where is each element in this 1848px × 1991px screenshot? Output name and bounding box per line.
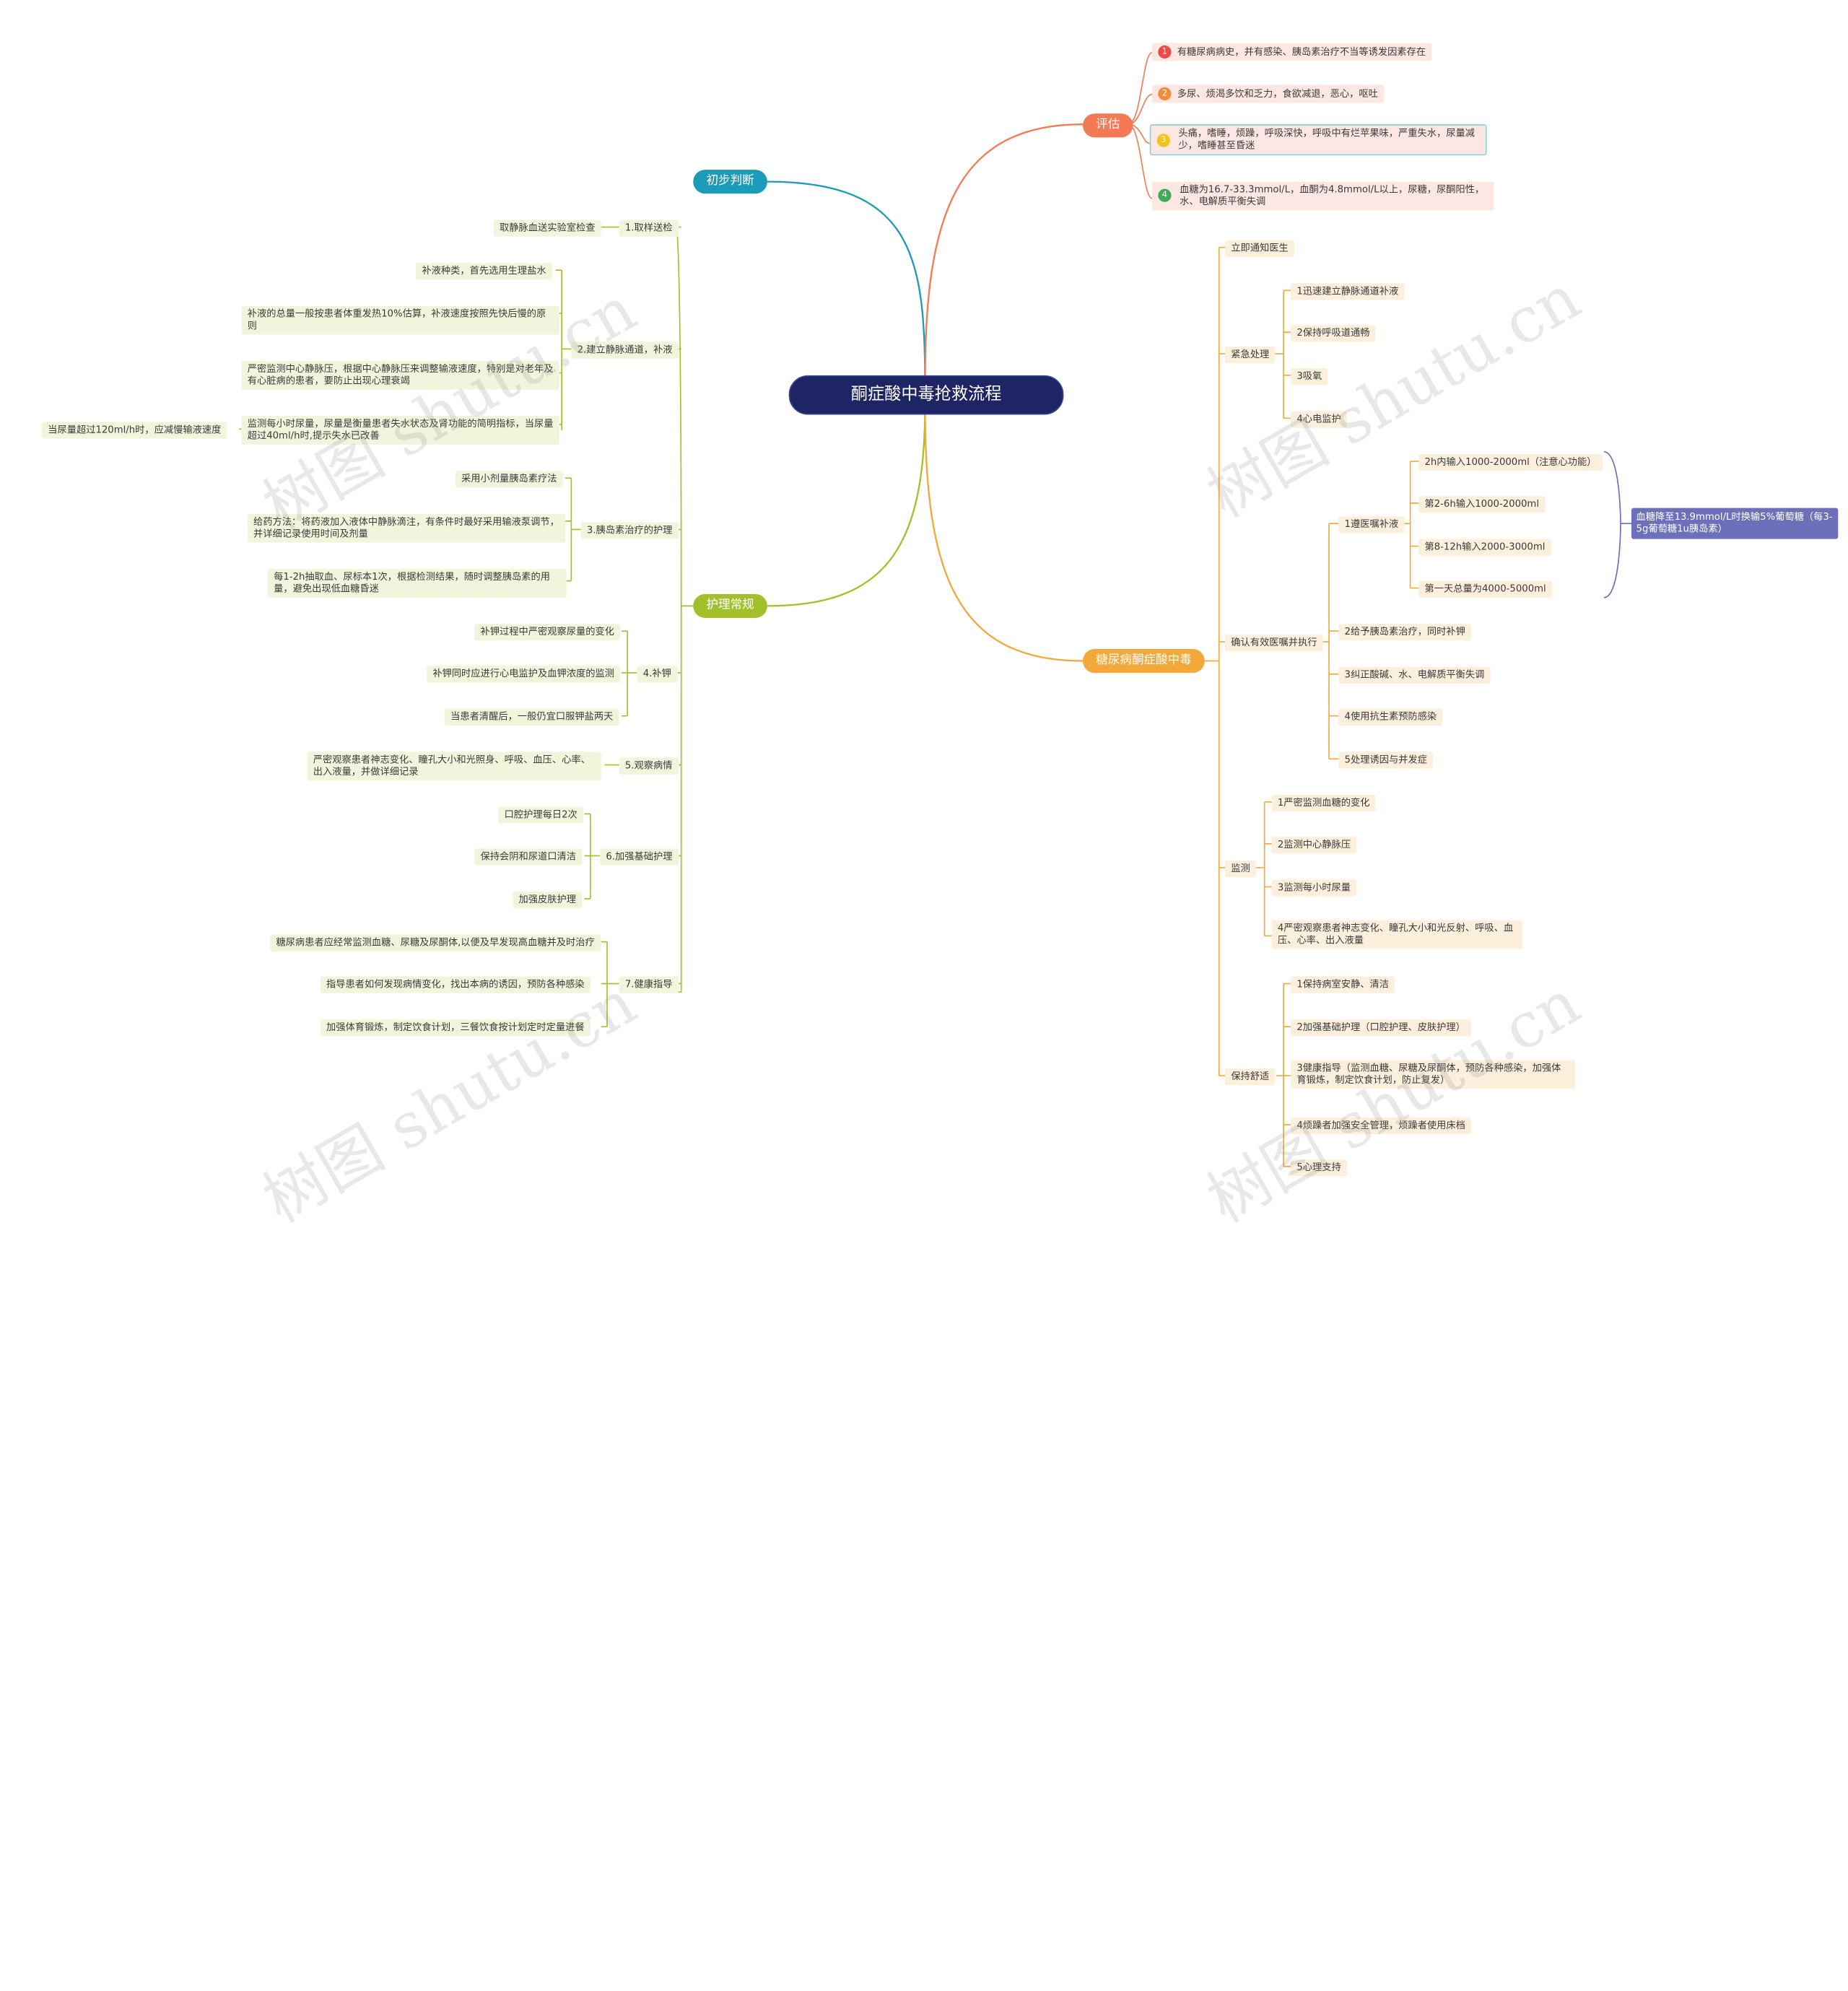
emergency-item[interactable]: 4心电监护 [1291,411,1348,428]
pinggu-text: 头痛，嗜睡，烦躁，呼吸深快，呼吸中有烂苹果味，严重失水，尿量减少，嗜睡甚至昏迷 [1178,128,1476,151]
monitor-item[interactable]: 4严密观察患者神志变化、瞳孔大小和光反射、呼吸、血压、心率、出入液量 [1271,920,1523,949]
huli-item[interactable]: 口腔护理每日2次 [498,806,584,824]
huli-item[interactable]: 取静脉血送实验室检查 [493,219,601,237]
execute-item[interactable]: 5处理诱因与并发症 [1338,751,1434,769]
fluid-item[interactable]: 第一天总量为4000-5000ml [1418,580,1553,598]
execute-fluid-label[interactable]: 1遵医嘱补液 [1338,516,1405,533]
pinggu-item[interactable]: 2 多尿、烦渴多饮和乏力，食欲减退，恶心，呕吐 [1151,84,1385,103]
tangniao-monitor-label[interactable]: 监测 [1224,861,1257,878]
root-topic[interactable]: 酮症酸中毒抢救流程 [788,375,1064,415]
emergency-item[interactable]: 2保持呼吸道通畅 [1291,325,1376,342]
number-badge: 3 [1156,134,1170,147]
monitor-item[interactable]: 1严密监测血糖的变化 [1271,794,1376,812]
huli-item[interactable]: 给药方法：将药液加入液体中静脉滴注，有条件时最好采用输液泵调节，并详细记录使用时… [247,513,566,543]
huli-item[interactable]: 监测每小时尿量，尿量是衡量患者失水状态及肾功能的简明指标，当尿量超过40ml/h… [241,416,559,445]
comfort-item[interactable]: 1保持病室安静、清洁 [1291,976,1395,993]
monitor-item[interactable]: 3监测每小时尿量 [1271,879,1357,897]
pinggu-text: 多尿、烦渴多饮和乏力，食欲减退，恶心，呕吐 [1177,88,1378,100]
fluid-item[interactable]: 第8-12h输入2000-3000ml [1418,539,1551,556]
comfort-item[interactable]: 2加强基础护理（口腔护理、皮肤护理） [1291,1019,1472,1037]
pinggu-item[interactable]: 1 有糖尿病病史，并有感染、胰岛素治疗不当等诱发因素存在 [1151,43,1432,61]
huli-group-label[interactable]: 2.建立静脉通道，补液 [571,341,679,359]
huli-item[interactable]: 严密监测中心静脉压，根据中心静脉压来调整输液速度，特别是对老年及有心脏病的患者，… [241,360,559,390]
huli-group-label[interactable]: 1.取样送检 [619,219,679,237]
huli-group-label[interactable]: 5.观察病情 [619,757,679,775]
comfort-item[interactable]: 4烦躁者加强安全管理，烦躁者使用床档 [1291,1117,1472,1135]
pinggu-item[interactable]: 4 血糖为16.7-33.3mmol/L，血酮为4.8mmol/L以上，尿糖，尿酮… [1151,181,1494,211]
comfort-item[interactable]: 5心理支持 [1291,1159,1348,1177]
huli-item[interactable]: 指导患者如何发现病情变化，找出本病的诱因，预防各种感染 [320,976,590,993]
pinggu-item[interactable]: 3 头痛，嗜睡，烦躁，呼吸深快，呼吸中有烂苹果味，严重失水，尿量减少，嗜睡甚至昏迷 [1149,124,1487,156]
huli-item[interactable]: 补钾过程中严密观察尿量的变化 [474,624,621,641]
tangniao-notify[interactable]: 立即通知医生 [1224,240,1295,257]
huli-item[interactable]: 每1-2h抽取血、尿标本1次，根据检测结果，随时调整胰岛素的用量，避免出现低血糖… [267,569,567,598]
huli-item[interactable]: 糖尿病患者应经常监测血糖、尿糖及尿酮体,以便及早发现高血糖并及时治疗 [270,934,601,951]
huli-item[interactable]: 采用小剂量胰岛素疗法 [455,471,563,488]
huli-group-label[interactable]: 7.健康指导 [619,976,679,993]
huli-item[interactable]: 补液的总量一般按患者体重发热10%估算，补液速度按照先快后慢的原则 [241,305,559,335]
comfort-item[interactable]: 3健康指导（监测血糖、尿糖及尿酮体，预防各种感染，加强体育锻炼，制定饮食计划，防… [1291,1060,1576,1089]
execute-item[interactable]: 4使用抗生素预防感染 [1338,708,1443,726]
fluid-item[interactable]: 2h内输入1000-2000ml（注意心功能） [1418,454,1603,471]
branch-tangniao[interactable]: 糖尿病酮症酸中毒 [1082,648,1205,674]
number-badge: 4 [1158,188,1172,202]
tangniao-emergency-label[interactable]: 紧急处理 [1224,347,1276,364]
number-badge: 1 [1158,45,1172,59]
huli-item[interactable]: 加强皮肤护理 [513,892,583,909]
huli-group-label[interactable]: 4.补钾 [637,666,678,683]
tangniao-comfort-label[interactable]: 保持舒适 [1224,1068,1276,1086]
number-badge: 2 [1158,87,1172,101]
branch-chubu[interactable]: 初步判断 [693,170,767,194]
emergency-item[interactable]: 1迅速建立静脉通道补液 [1291,283,1405,300]
huli-item[interactable]: 保持会阴和尿道口清洁 [474,848,583,866]
branch-pinggu[interactable]: 评估 [1082,113,1133,138]
monitor-item[interactable]: 2监测中心静脉压 [1271,836,1357,854]
pinggu-text: 有糖尿病病史，并有感染、胰岛素治疗不当等诱发因素存在 [1177,46,1426,58]
huli-group-label[interactable]: 6.加强基础护理 [600,848,679,866]
pinggu-text: 血糖为16.7-33.3mmol/L，血酮为4.8mmol/L以上，尿糖，尿酮阳… [1180,183,1485,207]
tangniao-execute-label[interactable]: 确认有效医嘱并执行 [1224,635,1323,652]
huli-subitem[interactable]: 当尿量超过120ml/h时，应减慢输液速度 [41,422,227,439]
huli-item[interactable]: 严密观察患者神志变化、瞳孔大小和光照身、呼吸、血压、心率、出入液量，并做详细记录 [307,751,601,781]
branch-huli[interactable]: 护理常规 [693,593,767,618]
execute-item[interactable]: 2给予胰岛素治疗，同时补钾 [1338,624,1472,641]
huli-group-label[interactable]: 3.胰岛素治疗的护理 [580,522,679,539]
execute-item[interactable]: 3纠正酸碱、水、电解质平衡失调 [1338,666,1491,684]
huli-item[interactable]: 加强体育锻炼，制定饮食计划，三餐饮食按计划定时定量进餐 [320,1019,590,1037]
huli-item[interactable]: 补钾同时应进行心电监护及血钾浓度的监测 [427,666,621,683]
glucose-note[interactable]: 血糖降至13.9mmol/L时换输5%葡萄糖（每3-5g葡萄糖1u胰岛素） [1631,507,1839,539]
fluid-item[interactable]: 第2-6h输入1000-2000ml [1418,496,1546,513]
huli-item[interactable]: 当患者清醒后，一般仍宜口服钾盐两天 [444,708,619,726]
emergency-item[interactable]: 3吸氧 [1291,367,1328,385]
huli-item[interactable]: 补液种类，首先选用生理盐水 [416,263,552,280]
